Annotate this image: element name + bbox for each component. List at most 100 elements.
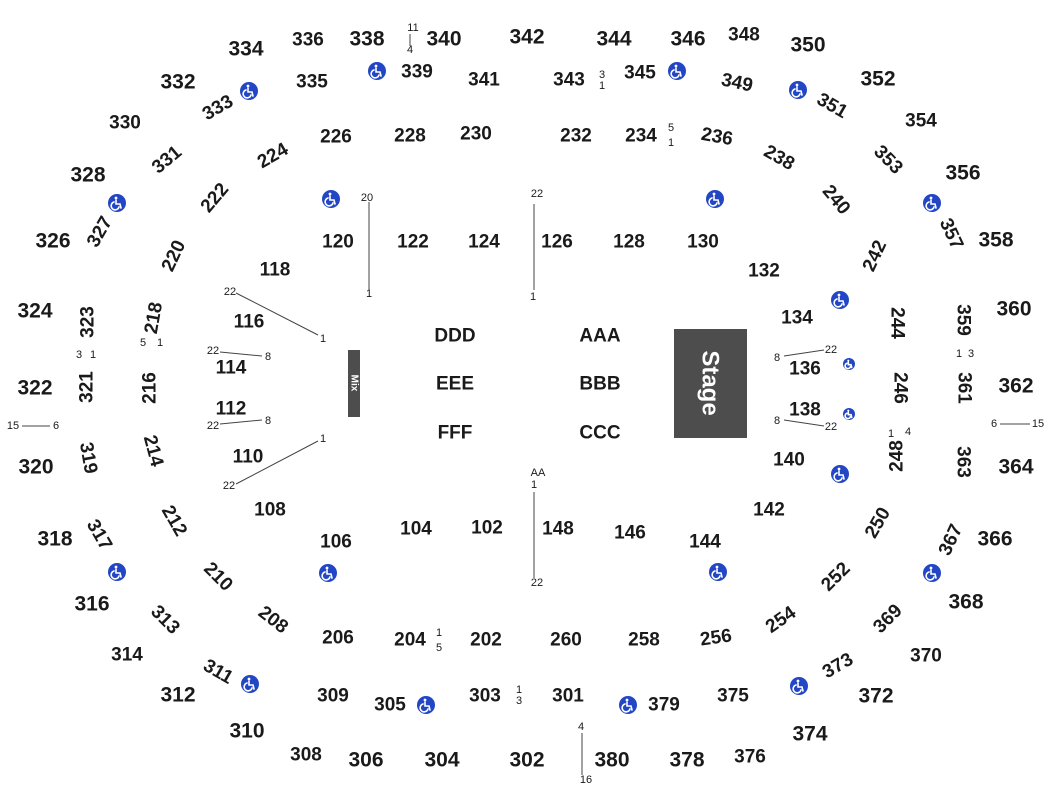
wheelchair-icon[interactable] [790,677,808,695]
section-232[interactable]: 232 [560,126,592,147]
section-313[interactable]: 313 [146,601,183,638]
wheelchair-icon[interactable] [831,291,849,309]
section-218[interactable]: 218 [141,301,167,336]
section-322[interactable]: 322 [17,377,52,400]
section-357[interactable]: 357 [935,215,967,253]
section-132[interactable]: 132 [748,261,780,282]
section-318[interactable]: 318 [37,528,72,551]
section-359[interactable]: 359 [953,304,974,336]
section-369[interactable]: 369 [869,600,906,637]
wheelchair-icon[interactable] [668,62,686,80]
section-128[interactable]: 128 [613,232,645,253]
section-216[interactable]: 216 [140,372,161,404]
section-224[interactable]: 224 [254,139,292,173]
section-378[interactable]: 378 [669,749,704,772]
section-343[interactable]: 343 [553,70,585,91]
section-332[interactable]: 332 [160,71,195,94]
section-206[interactable]: 206 [322,628,354,649]
section-350[interactable]: 350 [790,34,825,57]
section-375[interactable]: 375 [717,686,749,707]
section-134[interactable]: 134 [781,308,813,329]
section-220[interactable]: 220 [158,237,190,275]
section-363[interactable]: 363 [953,446,974,478]
section-226[interactable]: 226 [320,127,352,148]
section-320[interactable]: 320 [18,456,53,479]
wheelchair-icon[interactable] [789,81,807,99]
section-373[interactable]: 373 [819,649,857,683]
section-250[interactable]: 250 [861,504,895,542]
section-308[interactable]: 308 [290,745,322,766]
section-323[interactable]: 323 [78,306,99,338]
section-252[interactable]: 252 [817,558,854,595]
section-364[interactable]: 364 [998,456,1033,479]
section-124[interactable]: 124 [468,232,500,253]
section-DDD[interactable]: DDD [434,326,475,347]
section-330[interactable]: 330 [109,113,141,134]
section-321[interactable]: 321 [77,371,98,403]
section-354[interactable]: 354 [905,111,937,132]
section-303[interactable]: 303 [469,686,501,707]
wheelchair-icon[interactable] [709,563,727,581]
section-256[interactable]: 256 [699,625,733,650]
section-110[interactable]: 110 [233,447,264,468]
section-366[interactable]: 366 [977,528,1012,551]
wheelchair-icon[interactable] [706,190,724,208]
section-140[interactable]: 140 [773,450,805,471]
wheelchair-icon[interactable] [241,675,259,693]
section-333[interactable]: 333 [199,91,237,125]
section-234[interactable]: 234 [625,126,657,147]
wheelchair-icon[interactable] [923,564,941,582]
stage[interactable]: Stage [674,329,747,438]
section-228[interactable]: 228 [394,126,426,147]
section-310[interactable]: 310 [229,720,264,743]
section-148[interactable]: 148 [542,519,574,540]
section-349[interactable]: 349 [719,69,754,96]
section-BBB[interactable]: BBB [579,374,620,395]
section-116[interactable]: 116 [234,312,265,333]
section-345[interactable]: 345 [624,63,656,84]
section-335[interactable]: 335 [296,72,328,93]
section-344[interactable]: 344 [596,28,631,51]
section-302[interactable]: 302 [509,749,544,772]
section-328[interactable]: 328 [70,164,105,187]
section-379[interactable]: 379 [648,695,680,716]
section-214[interactable]: 214 [139,433,168,469]
section-118[interactable]: 118 [260,260,291,281]
section-356[interactable]: 356 [945,162,980,185]
section-358[interactable]: 358 [978,229,1013,252]
section-240[interactable]: 240 [818,181,854,219]
section-112[interactable]: 112 [216,399,247,420]
section-212[interactable]: 212 [157,502,191,540]
section-114[interactable]: 114 [216,358,247,379]
section-348[interactable]: 348 [728,25,760,46]
section-122[interactable]: 122 [397,232,429,253]
section-306[interactable]: 306 [348,749,383,772]
section-305[interactable]: 305 [374,695,406,716]
wheelchair-icon[interactable] [368,62,386,80]
section-338[interactable]: 338 [349,28,384,51]
section-301[interactable]: 301 [552,686,584,707]
section-316[interactable]: 316 [74,593,109,616]
section-351[interactable]: 351 [813,89,851,123]
wheelchair-icon[interactable] [322,190,340,208]
section-208[interactable]: 208 [254,602,292,638]
section-360[interactable]: 360 [996,298,1031,321]
section-341[interactable]: 341 [468,70,500,91]
section-138[interactable]: 138 [789,400,821,421]
section-244[interactable]: 244 [887,307,908,339]
section-260[interactable]: 260 [550,630,582,651]
section-258[interactable]: 258 [628,630,660,651]
wheelchair-icon[interactable] [843,408,855,420]
section-319[interactable]: 319 [75,441,101,476]
section-204[interactable]: 204 [394,630,426,651]
section-230[interactable]: 230 [460,124,492,145]
section-361[interactable]: 361 [954,372,975,404]
section-327[interactable]: 327 [83,213,117,251]
section-146[interactable]: 146 [614,523,646,544]
section-242[interactable]: 242 [859,237,891,275]
section-336[interactable]: 336 [292,30,324,51]
section-144[interactable]: 144 [689,532,721,553]
section-342[interactable]: 342 [509,26,544,49]
section-136[interactable]: 136 [789,359,821,380]
section-370[interactable]: 370 [910,646,942,667]
